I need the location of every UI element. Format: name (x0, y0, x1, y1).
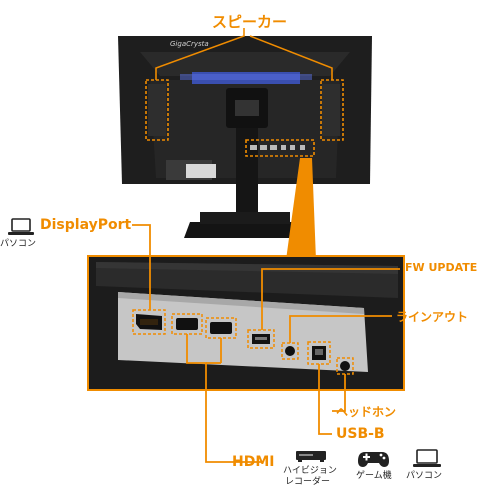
displayport-port (136, 314, 162, 330)
speaker-label: スピーカー (212, 13, 288, 31)
device-recorder-label-1: ハイビジョン (283, 466, 337, 476)
headphone-label: ヘッドホン (336, 405, 397, 419)
displayport-leader (132, 224, 151, 310)
line-out-label: ラインアウト (396, 310, 469, 324)
device-recorder-label-2: レコーダー (285, 477, 331, 487)
monitor-stand-base (184, 222, 308, 238)
hdmi-port-1 (176, 318, 198, 330)
speaker-left-callout (145, 79, 169, 141)
hdmi-label: HDMI (232, 454, 275, 470)
zoom-pointer (286, 158, 316, 260)
device-pc-right-label: パソコン (406, 471, 443, 481)
port-area-callout (245, 139, 315, 157)
fw-update-leader (261, 268, 400, 330)
gamepad-icon (358, 452, 389, 467)
device-pc-left-label: パソコン (0, 239, 37, 249)
usb-b-leader (318, 364, 332, 435)
recorder-icon (296, 451, 326, 462)
port-plate (118, 292, 368, 372)
headphone-leader (332, 374, 346, 412)
device-game-label: ゲーム機 (356, 471, 392, 481)
headphone-jack (340, 361, 350, 371)
usb-b-label: USB-B (336, 426, 385, 442)
line-out-leader (289, 315, 392, 343)
brand-logo: GigaCrysta (170, 40, 209, 48)
laptop-icon (413, 449, 441, 467)
line-out-jack (285, 346, 295, 356)
hdmi-port-2 (210, 322, 232, 334)
laptop-icon (8, 218, 34, 235)
fw-update-label: FW UPDATE (405, 261, 478, 274)
displayport-label: DisplayPort (40, 217, 132, 233)
